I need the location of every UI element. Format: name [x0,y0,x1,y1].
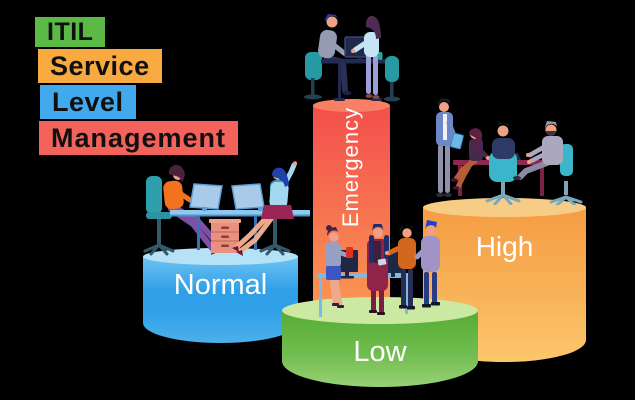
title-line-level: Level [40,85,136,119]
standing-woman-icon [351,16,381,99]
drawer-unit-icon [209,219,241,253]
standing-man-blue-hair-icon [414,220,440,308]
office-chair-icon [143,176,175,256]
normal-pedestal [143,256,298,343]
normal-label: Normal [173,269,268,301]
office-chair-icon [384,56,400,102]
title-line-service: Service [38,49,162,83]
standing-woman-long-coat-icon [367,224,389,315]
emergency-scene-illustration [304,14,400,102]
emergency-label: Emergency [338,106,363,228]
high-pedestal-top [423,198,586,217]
normal-pedestal-top [143,248,298,265]
seated-woman-raising-hand-icon [232,161,298,256]
low-label: Low [353,336,407,368]
title-block: ITIL Service Level Management [35,17,239,157]
high-label: High [475,231,534,262]
office-chair-icon [549,144,583,205]
standing-woman-with-cup-icon [325,225,353,308]
seated-woman-icon [450,128,490,190]
monitor-icon [189,183,223,211]
standing-man-orange-shirt-icon [385,225,416,310]
monitor-icon [231,183,265,211]
standing-man-icon [436,98,464,197]
office-chair-icon [304,52,322,100]
seated-man-back-icon [485,122,521,205]
title-line-management: Management [39,121,239,155]
bottle-icon [378,52,383,60]
emergency-pedestal-top [313,99,390,112]
low-scene-illustration [317,220,440,317]
title-line-itil: ITIL [35,17,106,47]
normal-scene-illustration [143,161,310,256]
seated-man-icon [513,121,563,180]
high-scene-illustration [436,98,583,205]
